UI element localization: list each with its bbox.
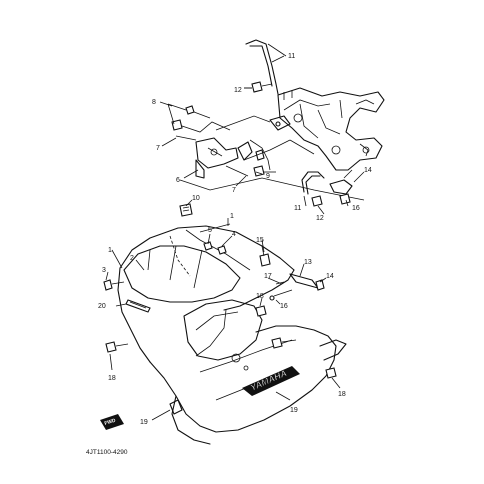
callout-11-lower: 11 [294, 205, 301, 212]
callout-17: 17 [264, 273, 272, 280]
callout-16-lower: 16 [280, 303, 288, 310]
callout-12-top: 12 [234, 87, 242, 94]
rod-11-top [245, 39, 287, 95]
callout-18-left: 18 [108, 375, 116, 382]
callout-8: 8 [152, 99, 156, 106]
side-bracket-13-17 [269, 273, 325, 301]
callout-1-left: 1 [108, 247, 112, 254]
grommet-19-left [169, 399, 183, 415]
side-cowl: YAMAHA [149, 325, 347, 445]
callout-15: 15 [256, 237, 264, 244]
callout-4: 4 [232, 231, 236, 238]
callout-11-top: 11 [288, 53, 295, 60]
callout-6: 6 [176, 177, 180, 184]
callout-18-mid: 18 [256, 293, 264, 300]
callout-13: 13 [304, 259, 312, 266]
fwd-arrow-icon: FWD [100, 414, 124, 430]
guide-lines-upper [179, 115, 365, 201]
callout-20: 20 [98, 303, 106, 310]
callout-leaders [105, 55, 365, 421]
callout-10: 10 [192, 195, 200, 202]
rod-11-lower [301, 169, 353, 207]
callout-14-lower: 14 [326, 273, 334, 280]
clip-10 [179, 203, 193, 217]
callout-12-lower: 12 [316, 215, 324, 222]
callout-2: 2 [130, 255, 134, 262]
callout-1-upper: 1 [230, 213, 234, 220]
callout-3: 3 [102, 267, 106, 274]
callout-14-upper: 14 [364, 167, 372, 174]
drawing-code: 4JT1100-4290 [86, 449, 128, 456]
callout-labels: 11 12 8 7 6 7 9 14 11 12 16 10 1 5 4 15 … [98, 53, 372, 426]
callout-7-left: 7 [156, 145, 160, 152]
callout-9: 9 [266, 173, 270, 180]
frame-stay-assembly [269, 87, 385, 171]
callout-19-right: 19 [290, 407, 298, 414]
callout-16-upper: 16 [352, 205, 360, 212]
upper-cowl [117, 225, 295, 363]
bolt-3 [103, 279, 125, 291]
callout-5: 5 [208, 227, 212, 234]
callout-7-right: 7 [232, 187, 236, 194]
bolts-18-lower [105, 337, 337, 379]
emblem-20 [125, 299, 151, 313]
upper-bracket-group [167, 103, 276, 179]
bolt-18-mid [255, 305, 267, 317]
bolt-12-top [244, 81, 273, 93]
callout-19-left: 19 [140, 419, 148, 426]
fasteners-5-4 [199, 223, 231, 255]
callout-18-right: 18 [338, 391, 346, 398]
fwd-label: FWD [104, 418, 117, 427]
part-15 [259, 245, 271, 267]
